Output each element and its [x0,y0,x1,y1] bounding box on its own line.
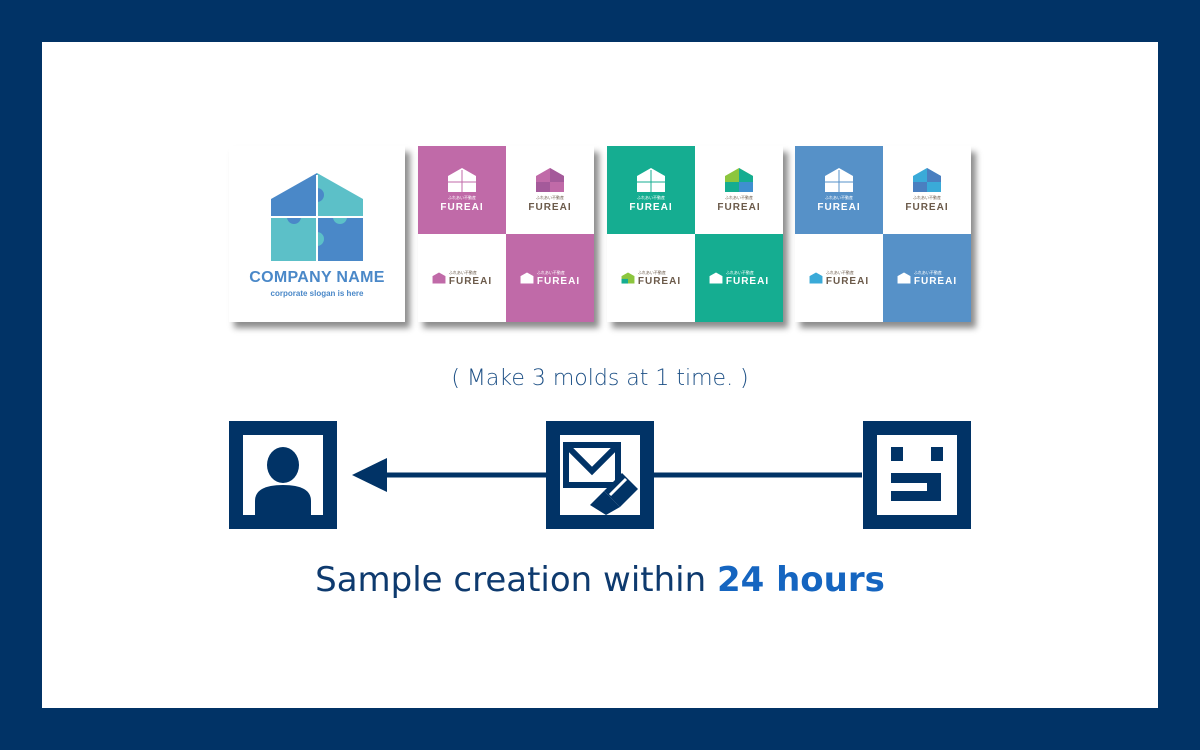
mail-icon [546,421,654,529]
variant-quadrant: ふれあい不動産 FUREAI [795,146,883,234]
arrow-head-icon [352,458,387,492]
caption-text: ( Make 3 molds at 1 time. ) [451,366,749,391]
company-slogan: corporate slogan is here [270,288,364,298]
brand-word: FUREAI [448,275,493,287]
brand-jp: ふれあい不動産 [448,195,476,200]
flow-connector [352,458,862,492]
content-panel: COMPANY NAME corporate slogan is here ふれ… [42,42,1158,708]
house-icon [825,168,853,192]
variant-quadrant: ふれあい不動産 FUREAI [506,146,594,234]
house-icon [621,272,635,284]
brand-jp: ふれあい不動産 [637,269,666,275]
house-icon [709,272,723,284]
person-icon [229,421,337,529]
house-icon [809,272,823,284]
brand-jp: ふれあい不動産 [725,269,754,275]
brand-word: FUREAI [629,202,673,213]
robot-face-icon [863,421,971,529]
brand-jp: ふれあい不動産 [913,195,941,200]
brand-word: FUREAI [725,275,770,287]
brand-jp: ふれあい不動産 [913,269,942,275]
main-logo-card: COMPANY NAME corporate slogan is here [229,146,405,322]
brand-word: FUREAI [817,202,861,213]
headline-text: Sample creation within [315,560,717,600]
brand-jp: ふれあい不動産 [448,269,477,275]
variant-quadrant: ふれあい不動産 FUREAI [418,146,506,234]
house-icon [637,168,665,192]
variant-quadrant: ふれあい不動産 FUREAI [695,146,783,234]
house-icon [448,168,476,192]
puzzle-house-icon [271,172,363,261]
house-icon [913,168,941,192]
brand-word: FUREAI [536,275,581,287]
brand-jp: ふれあい不動産 [825,195,853,200]
variant-quadrant: ふれあい不動産 FUREAI [883,146,971,234]
brand-jp: ふれあい不動産 [725,195,753,200]
brand-word: FUREAI [905,202,949,213]
brand-word: FUREAI [637,275,682,287]
house-icon [725,168,753,192]
variant-quadrant: ふれあい不動産 FUREAI [607,146,695,234]
brand-word: FUREAI [717,202,761,213]
brand-jp: ふれあい不動産 [536,195,564,200]
house-icon [520,272,534,284]
brand-jp: ふれあい不動産 [536,269,565,275]
brand-word: FUREAI [913,275,958,287]
house-icon [432,272,446,284]
brand-word: FUREAI [528,202,572,213]
house-icon [897,272,911,284]
brand-jp: ふれあい不動産 [825,269,854,275]
brand-jp: ふれあい不動産 [637,195,665,200]
brand-word: FUREAI [825,275,870,287]
company-name: COMPANY NAME [249,268,385,286]
headline-emphasis: 24 hours [716,560,885,600]
brand-word: FUREAI [440,202,484,213]
house-icon [536,168,564,192]
headline: Sample creation within 24 hours [42,560,1158,600]
